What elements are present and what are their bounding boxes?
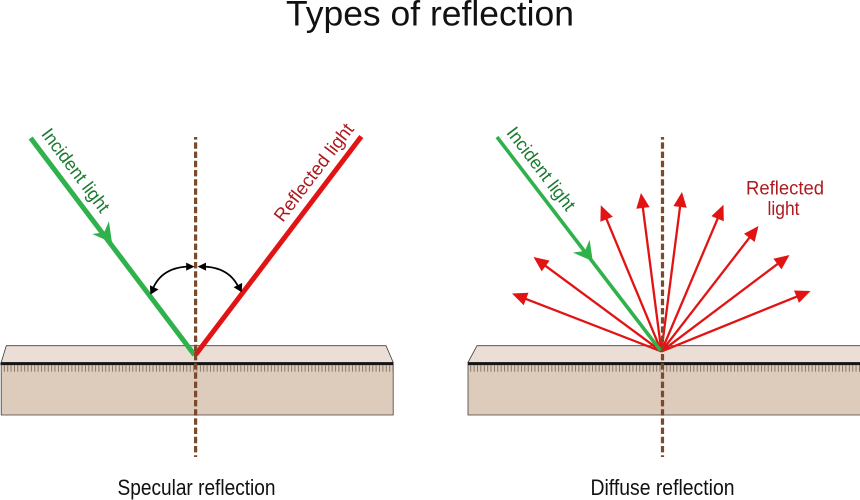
svg-text:Types of reflection: Types of reflection	[286, 0, 574, 33]
svg-text:Diffuse reflection: Diffuse reflection	[591, 475, 735, 500]
svg-text:Specular reflection: Specular reflection	[118, 475, 276, 500]
svg-text:Reflected: Reflected	[746, 177, 824, 199]
svg-text:light: light	[768, 198, 801, 220]
